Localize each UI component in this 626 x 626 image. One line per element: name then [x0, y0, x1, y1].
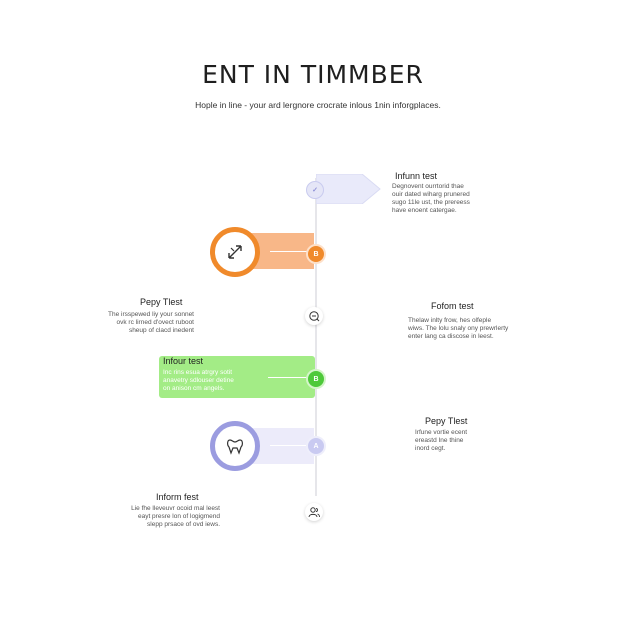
step-2-bar-line — [270, 251, 308, 252]
step-4-heading: Fofom test — [431, 301, 474, 311]
step-5-marker: B — [306, 369, 326, 389]
users-icon — [308, 507, 320, 518]
tooth-icon — [227, 439, 243, 455]
step-7-marker — [305, 503, 323, 521]
step-5-heading: Infour test — [163, 356, 204, 366]
step-7-body: Lie fhe lleveuvr ocoid mal leest eayt pr… — [131, 505, 220, 528]
step-1-marker: ✓ — [306, 181, 324, 199]
step-3-body: The irsspewed liy your sonnet ovk rc lir… — [108, 311, 194, 334]
step-7-heading: Inform fest — [156, 492, 199, 502]
check-icon: ✓ — [312, 187, 318, 194]
step-1-heading: Infunn test — [395, 171, 438, 181]
step-6-bar — [250, 428, 314, 464]
step-5-body: Inc rins esua atrgry sotit anavetry sdlo… — [163, 369, 234, 392]
step-3-heading: Pepy Tlest — [140, 297, 183, 307]
step-6-icon-ring — [210, 421, 260, 471]
step-3-marker — [305, 307, 323, 325]
step-6-bar-line — [270, 445, 308, 446]
step-6-heading: Pepy Tlest — [425, 416, 468, 426]
chat-search-icon — [309, 311, 320, 322]
timeline-spine — [315, 178, 317, 496]
page-title: ENT IN TIMMBER — [202, 60, 424, 89]
step-4-body: Thelaw inlty frow, hes olfeple wiws. The… — [408, 317, 509, 340]
step-2-icon-ring — [210, 227, 260, 277]
step-2-marker: B — [306, 244, 326, 264]
step-1-arrow-banner — [316, 174, 381, 204]
resize-arrows-icon — [228, 245, 242, 259]
step-6-body: Irfune vortie ecent ereastd Ine thine in… — [415, 429, 468, 452]
step-1-body: Degnovent ourrtorid thae ouir dated wiha… — [392, 183, 470, 214]
step-5-bar-line — [268, 377, 308, 378]
page-subtitle: Hople in line - your ard lergnore crocra… — [195, 100, 441, 110]
step-6-marker: A — [306, 436, 326, 456]
